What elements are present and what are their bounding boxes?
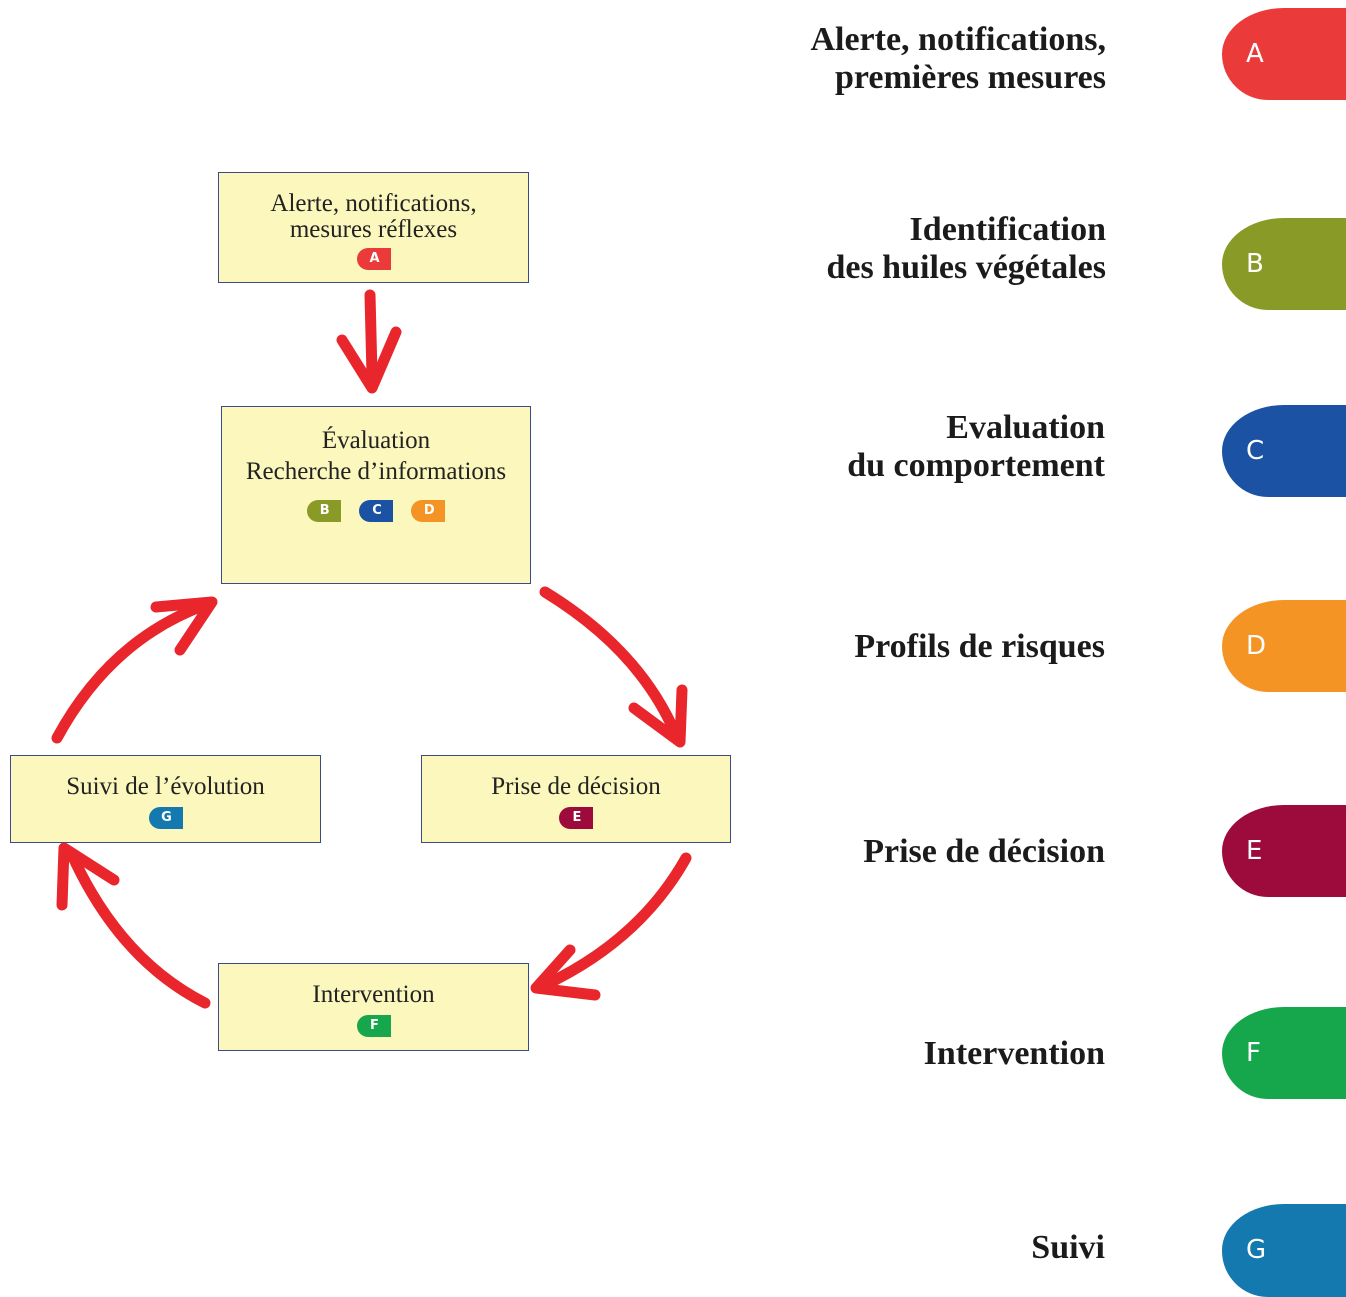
tag-F: F [356,1015,391,1038]
tag-C: C [359,500,393,523]
legend-pill-D: D [1222,600,1346,692]
legend-label-A: Alerte, notifications, premières mesures [810,21,1106,97]
arrow-alert-to-evaluation-head [336,326,402,394]
legend-pill-G: G [1222,1204,1346,1297]
legend-label-C-line-1: Evaluation [946,409,1105,446]
box-alert: Alerte, notifications, mesures réflexes … [218,172,529,283]
arrow-alert-to-evaluation [364,289,378,381]
box-alert-line-2: mesures réflexes [289,216,458,243]
tag-E: E [559,807,593,830]
arrow-intervention-to-suivi-head [56,842,120,911]
arrow-decision-to-intervention [539,852,692,991]
legend-label-E: Prise de décision [863,833,1105,871]
legend-pill-E: E [1222,805,1346,897]
arrow-suivi-to-evaluation-head [150,596,218,656]
legend-label-E-line-1: Prise de décision [863,833,1105,870]
arrow-evaluation-to-decision [539,586,682,741]
legend-label-G-line-1: Suivi [1031,1229,1105,1266]
arrow-suivi-to-evaluation [51,599,211,744]
arrow-intervention-to-suivi [66,849,211,1009]
legend-label-A-line-2: premières mesures [835,59,1106,96]
legend-label-F-line-1: Intervention [923,1035,1105,1072]
box-evaluation: Évaluation Recherche d’informations B C … [221,406,531,584]
legend-label-C-line-2: du comportement [847,447,1105,484]
arrow-decision-to-intervention-head [530,944,601,1001]
box-intervention-line-1: Intervention [312,981,435,1008]
legend-label-B: Identification des huiles végétales [826,211,1106,287]
box-intervention: Intervention F [218,963,529,1051]
legend-label-D: Profils de risques [854,628,1105,666]
legend-pill-B: B [1222,218,1346,310]
legend-label-G: Suivi [1031,1229,1105,1267]
box-decision: Prise de décision E [421,755,731,843]
legend-label-F: Intervention [924,1035,1105,1073]
legend-pill-F: F [1222,1007,1346,1099]
tag-A: A [356,248,391,271]
box-decision-line-1: Prise de décision [491,773,661,800]
tag-G: G [148,807,183,830]
legend-label-D-line-1: Profils de risques [854,628,1105,665]
legend-pill-C: C [1222,405,1346,497]
box-suivi: Suivi de l’évolution G [10,755,321,843]
box-evaluation-line-2: Recherche d’informations [245,458,507,485]
tag-B: B [306,500,341,523]
box-suivi-line-1: Suivi de l’évolution [66,773,265,800]
box-alert-line-1: Alerte, notifications, [270,190,477,217]
arrow-evaluation-to-decision-head [628,684,688,748]
box-evaluation-line-1: Évaluation [321,427,431,454]
legend-label-B-line-2: des huiles végétales [826,249,1106,286]
legend-pill-A: A [1222,8,1346,100]
legend-label-A-line-1: Alerte, notifications, [810,21,1106,58]
tag-D: D [411,500,446,523]
legend-label-B-line-1: Identification [909,211,1106,248]
legend-label-C: Evaluation du comportement [847,409,1105,485]
